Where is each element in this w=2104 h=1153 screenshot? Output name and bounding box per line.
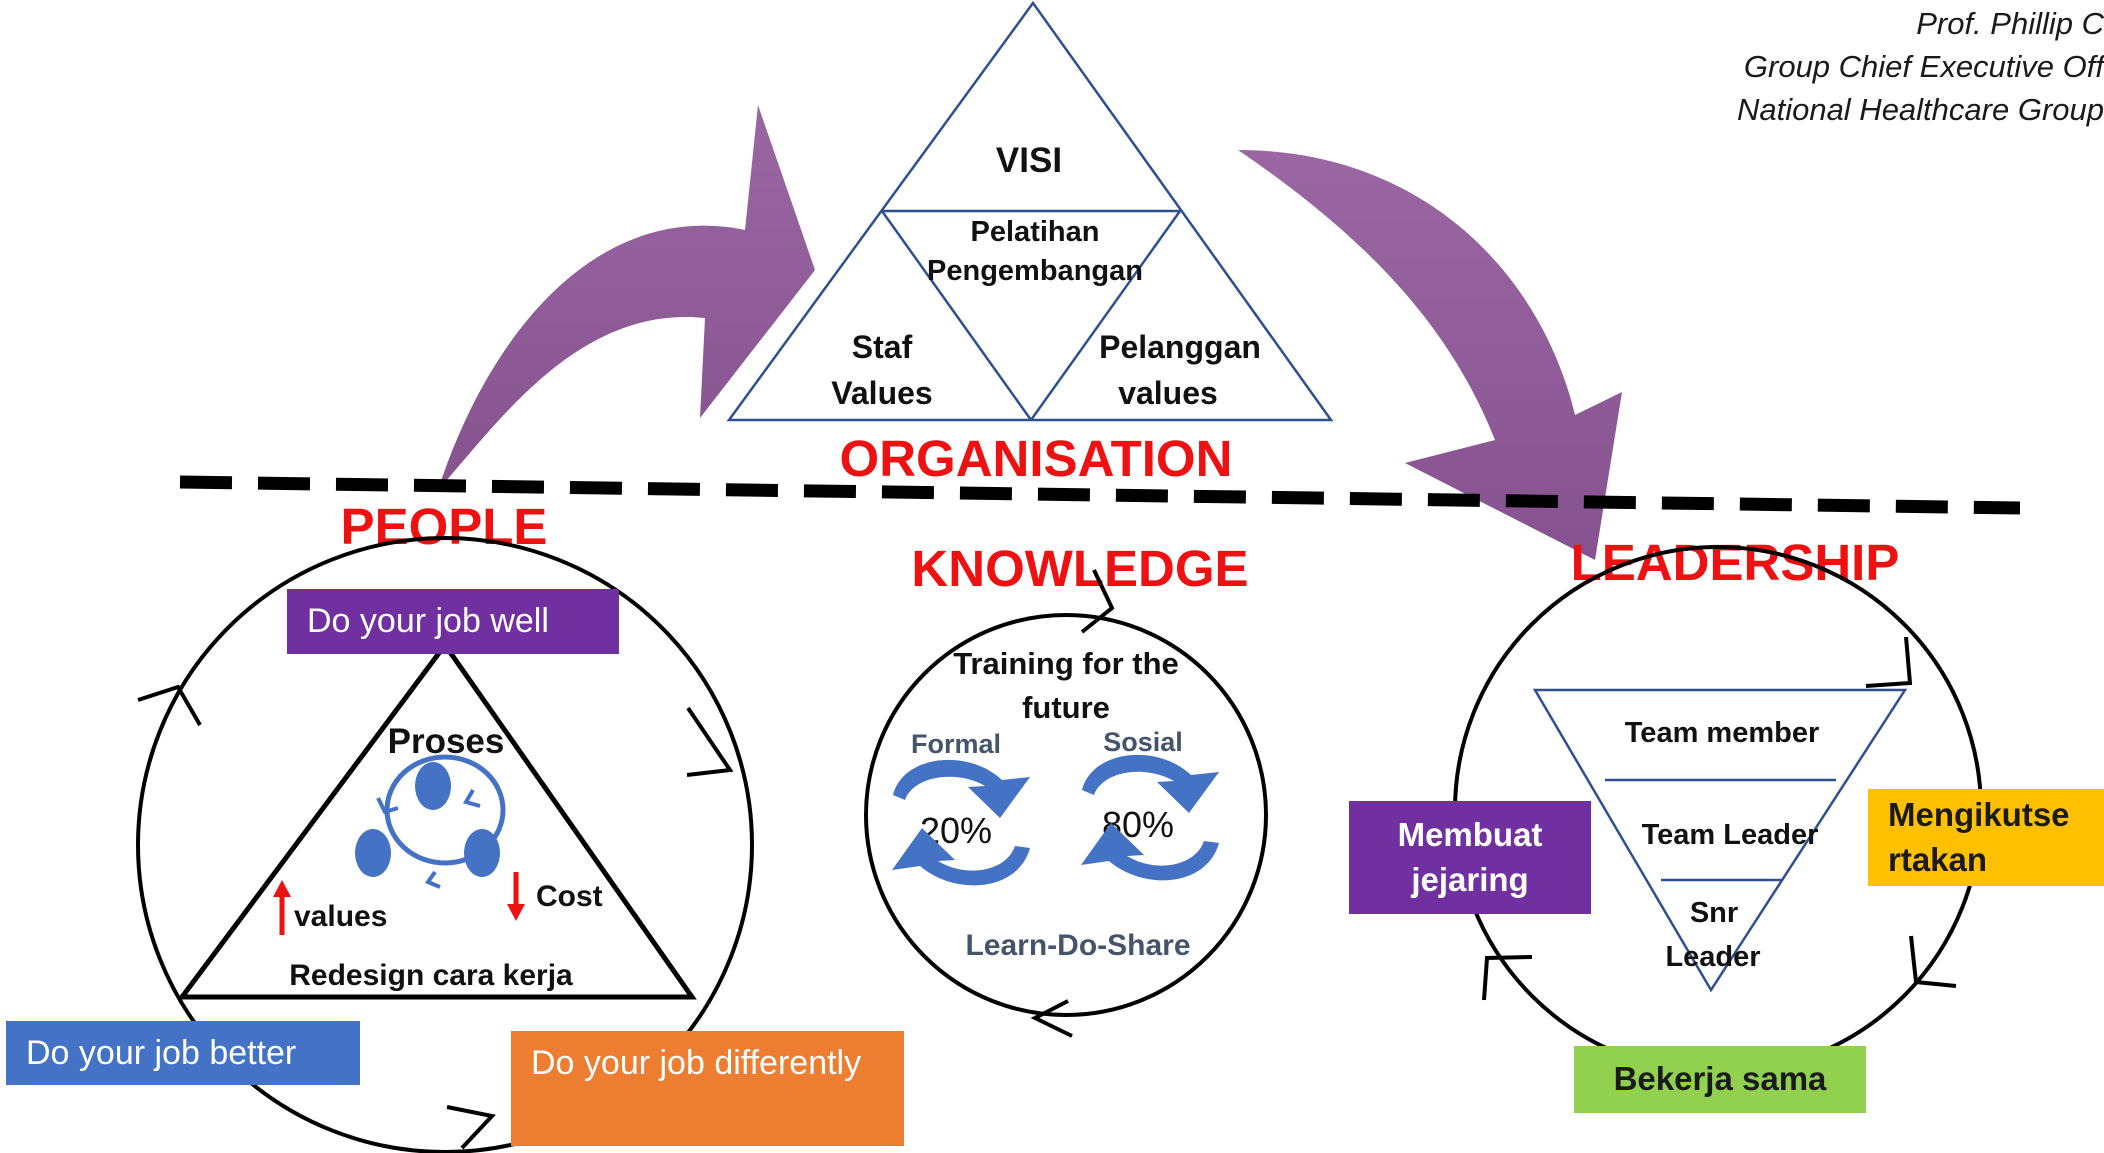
values-up-arrow-icon [273,880,291,935]
learn-do-share-label: Learn-Do-Share [965,929,1190,962]
level-team-member: Team member [1625,717,1820,749]
box-do-your-job-well: Do your job well [287,589,619,654]
box-mengikut-line-2: rtakan [1888,840,1988,878]
cost-label: Cost [536,880,603,913]
triangle-right-label-2: values [1118,375,1218,411]
box-do-your-job-differently: Do your job differently [511,1031,904,1146]
people-cycle-arrowheads [137,684,734,1150]
triangle-middle-label-1: Pelatihan [971,216,1100,248]
box-mengikutsertakan: Mengikutse rtakan [1868,789,2104,886]
knowledge-cycle-circle [864,613,1268,1017]
box-membuat-jejaring: Membuat jejaring [1349,801,1591,914]
people-process-triangle [177,640,697,1000]
box-bekerja-sama-label: Bekerja sama [1613,1060,1827,1098]
level-leader: Leader [1665,941,1760,973]
sosial-label: Sosial [1103,727,1183,757]
organisation-heading: ORGANISATION [840,430,1233,487]
box-membuat-line-1: Membuat [1397,815,1543,853]
credit-line-3: National Healthcare Group [1736,92,2104,127]
training-line-1: Training for the [953,646,1179,681]
box-do-your-job-better-label: Do your job better [26,1033,297,1072]
knowledge-heading: KNOWLEDGE [911,540,1248,597]
formal-label: Formal [911,729,1001,759]
knowledge-cycle-arrowheads [1030,569,1115,1038]
formal-cycle-arrows-icon [892,759,1030,886]
box-mengikut-line-1: Mengikutse [1888,795,2070,833]
triangle-right-label-1: Pelanggan [1099,329,1261,365]
box-do-your-job-better: Do your job better [6,1021,360,1085]
triangle-left-label-1: Staf [852,329,913,365]
box-membuat-line-2: jejaring [1411,860,1529,898]
credit-line-2: Group Chief Executive Off [1743,49,2104,84]
box-do-your-job-well-label: Do your job well [307,602,549,640]
curved-arrow-right-icon [1238,150,1622,560]
triangle-top-label: VISI [996,141,1062,180]
sosial-cycle-arrows-icon [1081,754,1219,881]
cost-down-arrow-icon [507,872,525,921]
people-cycle-circle [136,536,754,1153]
level-snr: Snr [1690,897,1738,929]
organisation-triangle [726,0,1334,422]
box-do-your-job-differently-label: Do your job differently [531,1044,862,1082]
box-bekerja-sama: Bekerja sama [1574,1046,1866,1113]
level-team-leader: Team Leader [1642,819,1819,851]
organisation-divider-line [179,475,2021,515]
values-label: values [294,900,387,933]
triangle-middle-label-2: Pengembangan [927,255,1143,287]
leadership-funnel [1532,688,1908,993]
leadership-cycle-arrowheads [1482,636,1957,1001]
proses-label: Proses [388,722,505,761]
credit-line-1: Prof. Phillip C [1916,6,2104,41]
redesign-label: Redesign cara kerja [289,959,573,992]
training-line-2: future [1022,690,1110,725]
triangle-left-label-2: Values [831,375,932,411]
process-cycle-icon [355,754,506,889]
curved-arrow-left-icon [438,105,815,490]
